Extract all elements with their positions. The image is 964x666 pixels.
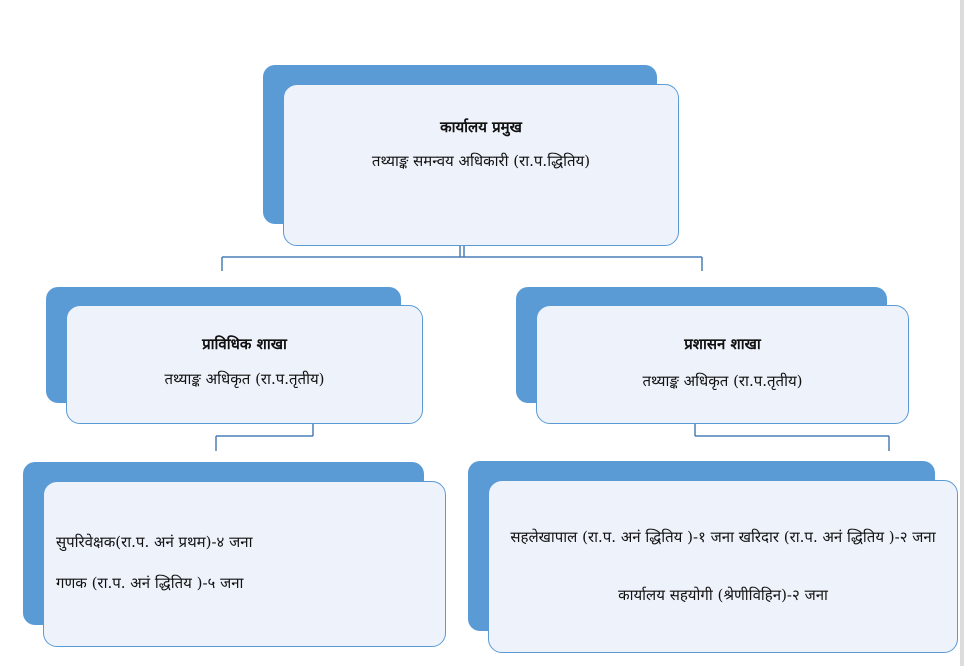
- admin-branch-box: प्रशासन शाखा तथ्याङ्क अधिकृत (रा.प.तृतीय…: [536, 305, 909, 424]
- office-head-subtitle: तथ्याङ्क समन्वय अधिकारी (रा.प.द्धितिय): [371, 152, 591, 170]
- technical-staff-box: सुपरिवेक्षक(रा.प. अनं प्रथम)-४ जना गणक (…: [43, 481, 446, 647]
- page-edge-bar: [960, 0, 964, 666]
- technical-branch-title: प्राविधिक शाखा: [202, 335, 287, 353]
- admin-branch-subtitle: तथ्याङ्क अधिकृत (रा.प.तृतीय): [642, 372, 803, 390]
- technical-branch-box: प्राविधिक शाखा तथ्याङ्क अधिकृत (रा.प.तृत…: [66, 305, 423, 424]
- admin-staff-box: सहलेखापाल (रा.प. अनं द्धितिय )-१ जना खरि…: [488, 480, 958, 653]
- admin-staff-item: कार्यालय सहयोगी (श्रेणीविहिन)-२ जना: [618, 586, 828, 604]
- technical-staff-item: सुपरिवेक्षक(रा.प. अनं प्रथम)-४ जना: [56, 533, 253, 551]
- technical-branch-subtitle: तथ्याङ्क अधिकृत (रा.प.तृतीय): [164, 370, 325, 388]
- admin-staff-item: सहलेखापाल (रा.प. अनं द्धितिय )-१ जना खरि…: [510, 528, 936, 546]
- office-head-title: कार्यालय प्रमुख: [440, 118, 522, 136]
- office-head-box: कार्यालय प्रमुख तथ्याङ्क समन्वय अधिकारी …: [283, 84, 679, 246]
- admin-branch-title: प्रशासन शाखा: [684, 335, 761, 353]
- technical-staff-item: गणक (रा.प. अनं द्धितिय )-५ जना: [56, 574, 244, 592]
